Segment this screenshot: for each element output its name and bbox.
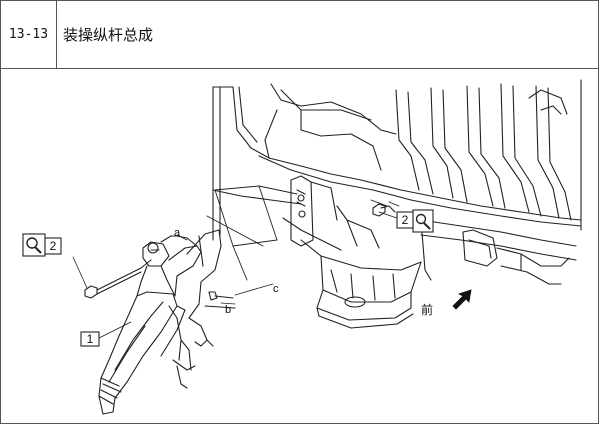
step-number: 13-13 [1, 1, 57, 68]
wrench-tool-icon [22, 233, 46, 257]
mounting-bracket [282, 175, 432, 329]
forward-arrow-icon [452, 289, 472, 310]
callout-2-right: 2 [396, 211, 414, 229]
wrench-tool-icon [412, 209, 434, 233]
gear-lever-assembly [98, 229, 236, 415]
svg-text:1: 1 [87, 332, 94, 346]
callout-part-1: 1 [80, 331, 100, 347]
diagram-svg: 2 2 1 a b c 前 [22, 79, 582, 415]
bolt-right [372, 203, 386, 217]
forward-direction-label: 前 [421, 302, 433, 317]
bolt-left [84, 259, 152, 299]
point-c-label: c [273, 283, 279, 295]
reference-lines [206, 185, 400, 281]
point-a-label: a [174, 227, 181, 239]
svg-text:2: 2 [50, 239, 57, 253]
assembly-diagram: 2 2 1 a b c 前 [1, 70, 599, 424]
vehicle-floor-panel [212, 79, 582, 261]
right-bracket [380, 205, 570, 285]
leader-lines [72, 211, 410, 339]
step-title: 装操纵杆总成 [63, 26, 154, 44]
step-header: 13-13 装操纵杆总成 [1, 1, 599, 69]
svg-text:2: 2 [402, 213, 409, 227]
point-b-label: b [225, 304, 231, 316]
callout-2-left: 2 [44, 237, 62, 255]
